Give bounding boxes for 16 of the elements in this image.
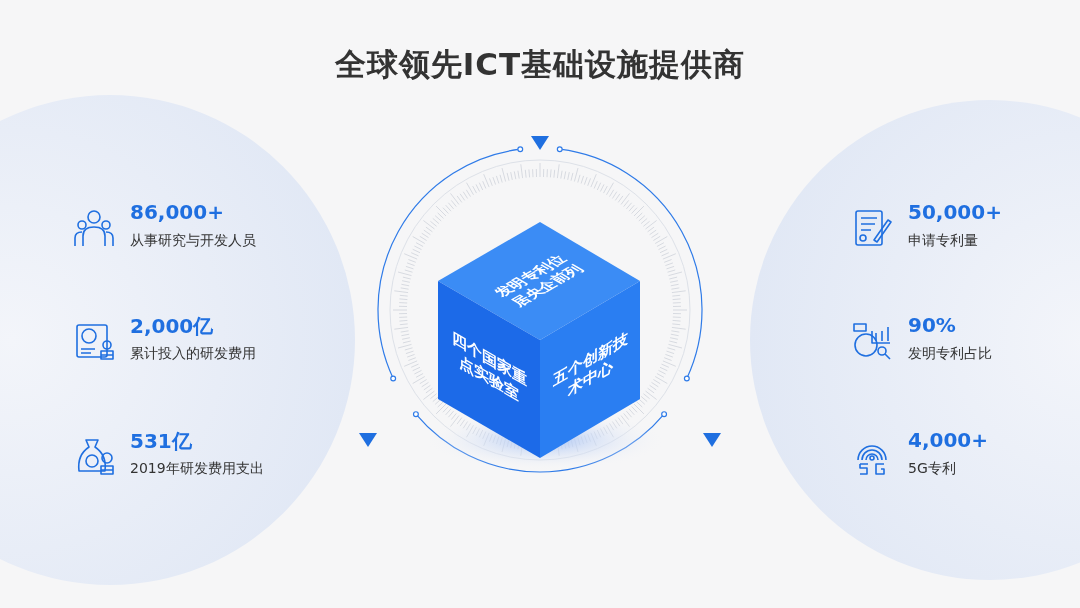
stat-description: 申请专利量 <box>908 232 978 250</box>
stat-value: 50,000+ <box>908 200 1002 224</box>
stat-value: 2,000亿 <box>130 313 214 340</box>
face-text: 四个国家重点实验室 <box>450 327 528 407</box>
stat-description: 从事研究与开发人员 <box>130 232 256 250</box>
face-text: 五个创新技术中心 <box>551 327 629 402</box>
title: 全球领先ICT基础设施提供商 <box>333 45 747 84</box>
stat-value: 86,000+ <box>130 200 224 224</box>
stat-description: 发明专利占比 <box>908 345 992 363</box>
stat-value: 4,000+ <box>908 428 989 452</box>
stat-description: 累计投入的研发费用 <box>130 345 256 363</box>
stat-value: 531亿 <box>130 428 192 455</box>
stat-description: 2019年研发费用支出 <box>130 460 264 478</box>
stat-description: 5G专利 <box>908 460 956 478</box>
face-text: 发明专利位居央企前列 <box>489 252 589 310</box>
stat-value: 90% <box>908 313 956 337</box>
